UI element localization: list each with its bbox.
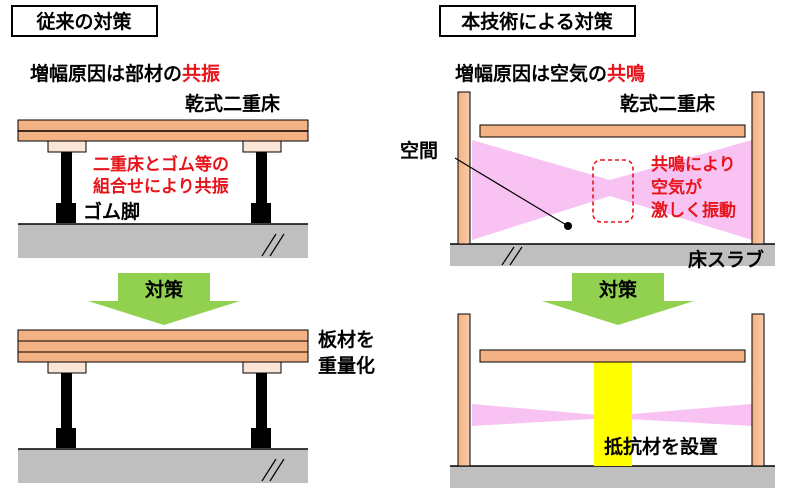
right-space-pointer	[454, 157, 569, 227]
left-leg-3	[47, 361, 87, 448]
left-leg-1	[47, 140, 87, 223]
right-space-label: 空間	[400, 139, 438, 162]
left-board-top	[17, 119, 309, 132]
right-slab-top	[450, 244, 775, 266]
right-wall-left	[457, 91, 471, 245]
right-resonance-line1: 共鳴により	[651, 154, 736, 175]
right-slab-bottom	[450, 466, 775, 488]
right-air-damped	[472, 404, 752, 426]
right-floor-board	[479, 124, 746, 138]
left-slab-top	[18, 223, 308, 258]
right-resonance-line3: 激しく振動	[651, 200, 736, 221]
left-heading-box	[11, 5, 158, 37]
left-floor-after	[17, 329, 309, 363]
left-heading: 従来の対策	[35, 10, 132, 33]
right-wall-right	[751, 91, 765, 245]
right-floor-label: 乾式二重床	[620, 92, 715, 115]
left-floor-label: 乾式二重床	[185, 92, 280, 115]
right-floor-board-2	[479, 349, 746, 363]
right-arrow-label: 対策	[598, 278, 638, 301]
right-wall-left-2	[457, 313, 471, 467]
right-space-pointer-dot	[564, 222, 572, 230]
right-air-resonance	[472, 140, 752, 240]
right-cause-highlight: 共鳴	[607, 62, 645, 85]
left-panel: 従来の対策 増幅原因は部材の共振 乾式二重床 二重床とゴム等の 組合せにより共振…	[11, 5, 375, 483]
right-panel: 本技術による対策 増幅原因は空気の共鳴 乾式二重床 空間 共鳴により 空気が 激…	[400, 5, 775, 488]
right-room-top	[450, 91, 775, 266]
left-cause-text: 増幅原因は部材の共振	[30, 62, 220, 85]
left-after-line1: 板材を	[318, 328, 375, 351]
left-after-line2: 重量化	[318, 354, 375, 377]
right-heading: 本技術による対策	[461, 10, 613, 33]
left-cause-highlight: 共振	[182, 62, 220, 85]
right-focus-box	[592, 159, 634, 223]
right-resonance-line2: 空気が	[651, 177, 702, 198]
right-wall-right-2	[751, 313, 765, 467]
left-floor-before	[17, 119, 309, 142]
left-resonance-line2: 組合せにより共振	[93, 176, 229, 197]
left-arrow-label: 対策	[144, 278, 184, 301]
right-absorber	[594, 362, 632, 466]
right-slab-label: 床スラブ	[688, 248, 764, 271]
right-heading-box	[439, 5, 636, 37]
left-rubber-label: ゴム脚	[83, 200, 140, 223]
left-leg-2	[242, 140, 282, 223]
left-leg-4	[242, 361, 282, 448]
right-cause-text: 増幅原因は空気の共鳴	[455, 62, 645, 85]
left-resonance-line1: 二重床とゴム等の	[93, 154, 229, 175]
right-absorber-label: 抵抗材を設置	[604, 435, 718, 458]
left-board-bottom	[17, 130, 309, 142]
left-slab-bottom	[18, 448, 308, 483]
right-room-bottom	[450, 313, 775, 488]
right-arrow: 対策	[542, 273, 694, 325]
left-arrow: 対策	[88, 273, 240, 325]
